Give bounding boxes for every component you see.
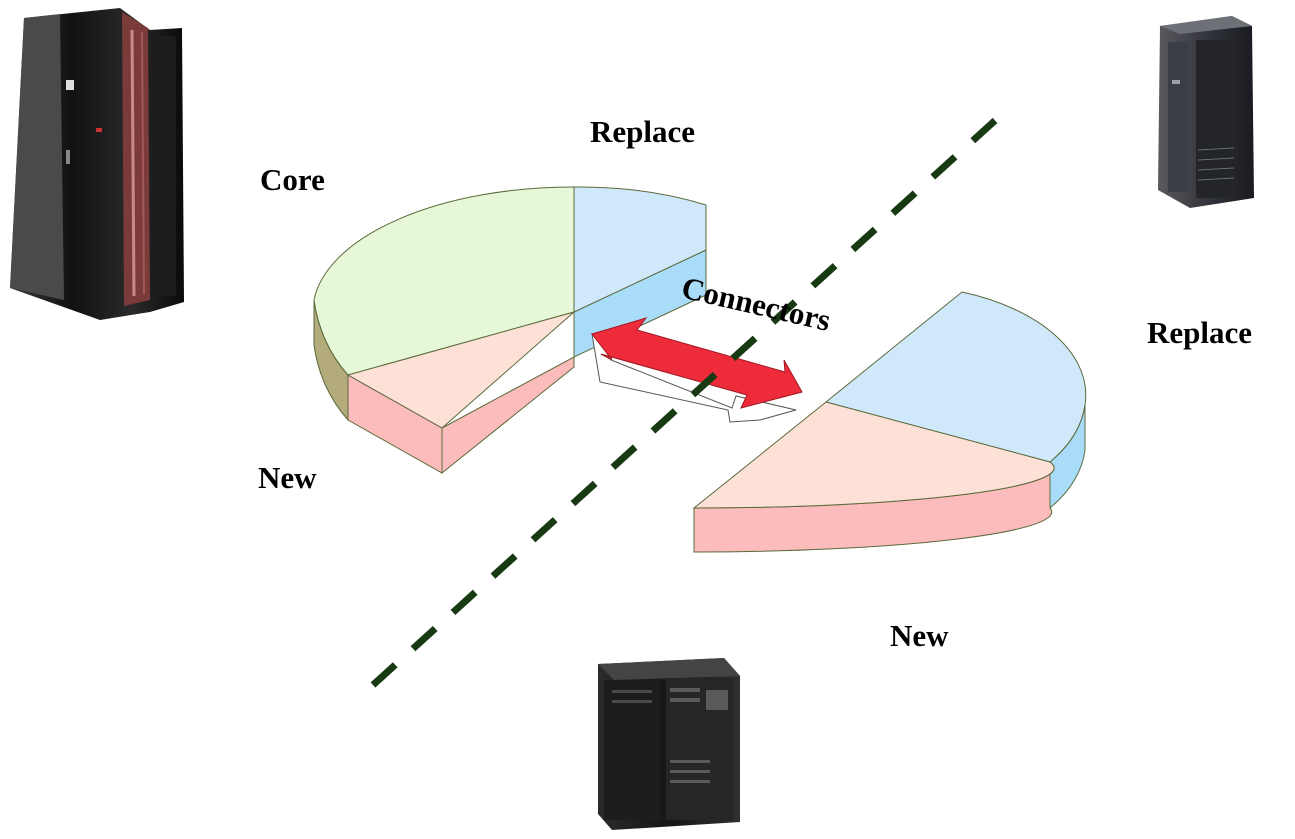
label-core: Core bbox=[260, 162, 325, 197]
right-pie-new-slice bbox=[692, 401, 1055, 509]
right-pie bbox=[692, 291, 1087, 553]
label-replace-right: Replace bbox=[1147, 315, 1252, 350]
server-rack-icon bbox=[10, 8, 184, 320]
mainframe-cabinet-icon bbox=[598, 658, 740, 830]
connectors-arrow-body bbox=[591, 317, 803, 409]
left-pie-new-slice bbox=[346, 311, 575, 429]
connectors-arrow bbox=[591, 317, 803, 423]
divider-dashed-line bbox=[370, 113, 1003, 688]
right-pie-replace-slice bbox=[824, 291, 1087, 463]
left-pie bbox=[313, 186, 707, 475]
label-connectors: Connectors bbox=[678, 270, 834, 338]
label-new-bottom: New bbox=[890, 618, 949, 653]
tower-server-icon bbox=[1158, 16, 1254, 208]
left-pie-replace-slice bbox=[573, 186, 707, 313]
label-new-left: New bbox=[258, 460, 317, 495]
label-replace-top: Replace bbox=[590, 114, 695, 149]
left-pie-core-slice bbox=[313, 186, 575, 376]
